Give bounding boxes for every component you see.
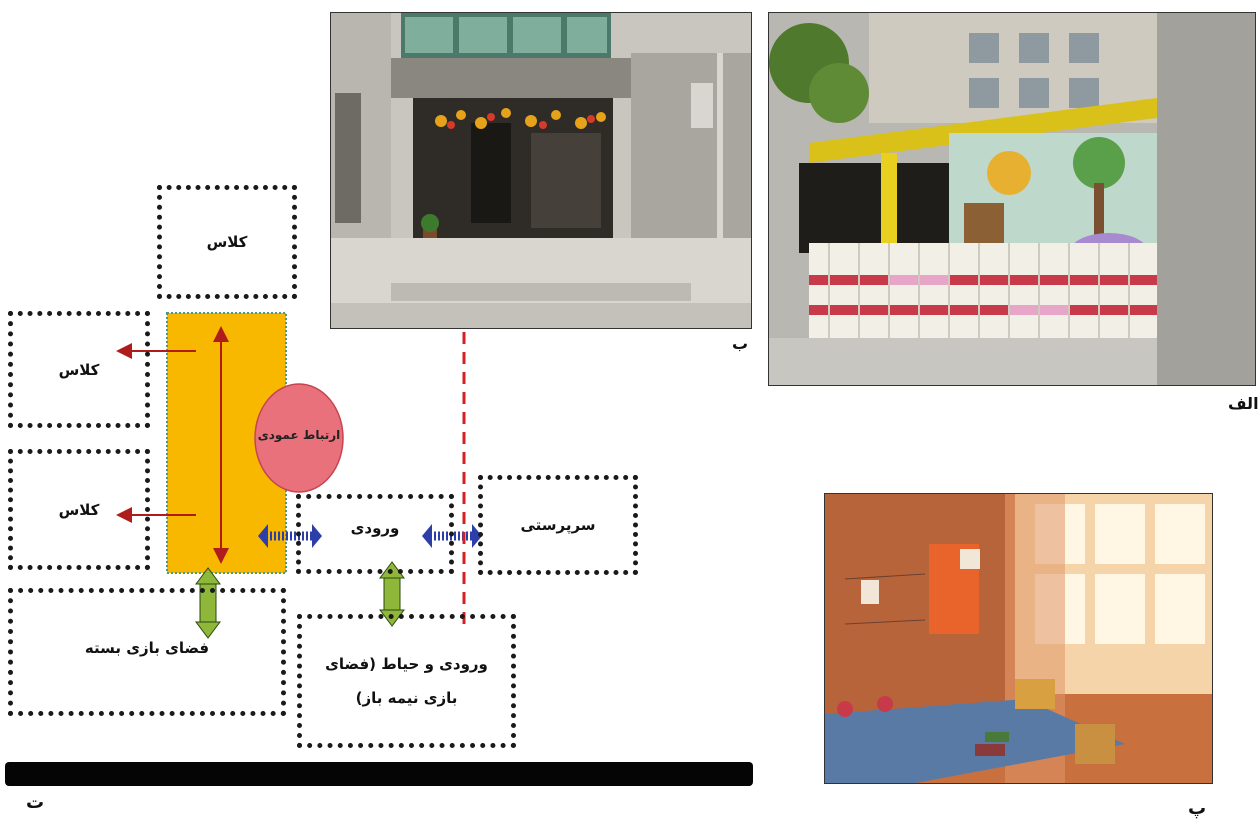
playground-fence-image bbox=[769, 13, 1255, 385]
class-mid-label: کلاس bbox=[58, 360, 100, 379]
entrance-room: ورودی bbox=[296, 494, 454, 574]
yard-label-line2: بازی نیمه باز) bbox=[355, 689, 458, 707]
building-entrance-photo bbox=[330, 12, 752, 329]
yard-room: ورودی و حیاط (فضای بازی نیمه باز) bbox=[297, 614, 516, 748]
caption-b: ب bbox=[732, 334, 749, 353]
classroom-image bbox=[825, 494, 1212, 783]
supervision-label: سرپرستی bbox=[520, 516, 596, 534]
class-top-label: کلاس bbox=[206, 233, 248, 251]
class-low-label: کلاس bbox=[58, 500, 100, 519]
street-bar bbox=[5, 762, 753, 786]
class-top: کلاس bbox=[157, 185, 297, 299]
floor-plan-diagram bbox=[5, 276, 753, 786]
class-mid: کلاس bbox=[8, 311, 150, 428]
building-entrance-image bbox=[331, 13, 751, 328]
yard-label-line1: ورودی و حیاط (فضای bbox=[325, 655, 488, 673]
caption-d: ت bbox=[26, 792, 45, 813]
closed-play-room: فضای بازی بسته bbox=[8, 588, 286, 716]
vertical-circulation-shape bbox=[254, 383, 344, 493]
caption-c: پ bbox=[1188, 798, 1207, 819]
closed-play-label: فضای بازی بسته bbox=[84, 639, 210, 657]
playground-fence-photo bbox=[768, 12, 1256, 386]
blue-arrow-corridor-entrance bbox=[258, 524, 322, 548]
classroom-photo bbox=[824, 493, 1213, 784]
vertical-circulation-label: ارتباط عمودی bbox=[257, 428, 341, 442]
class-low: کلاس bbox=[8, 449, 150, 570]
caption-a: الف bbox=[1228, 394, 1259, 413]
entrance-label: ورودی bbox=[350, 519, 400, 537]
supervision-room: سرپرستی bbox=[478, 475, 638, 575]
